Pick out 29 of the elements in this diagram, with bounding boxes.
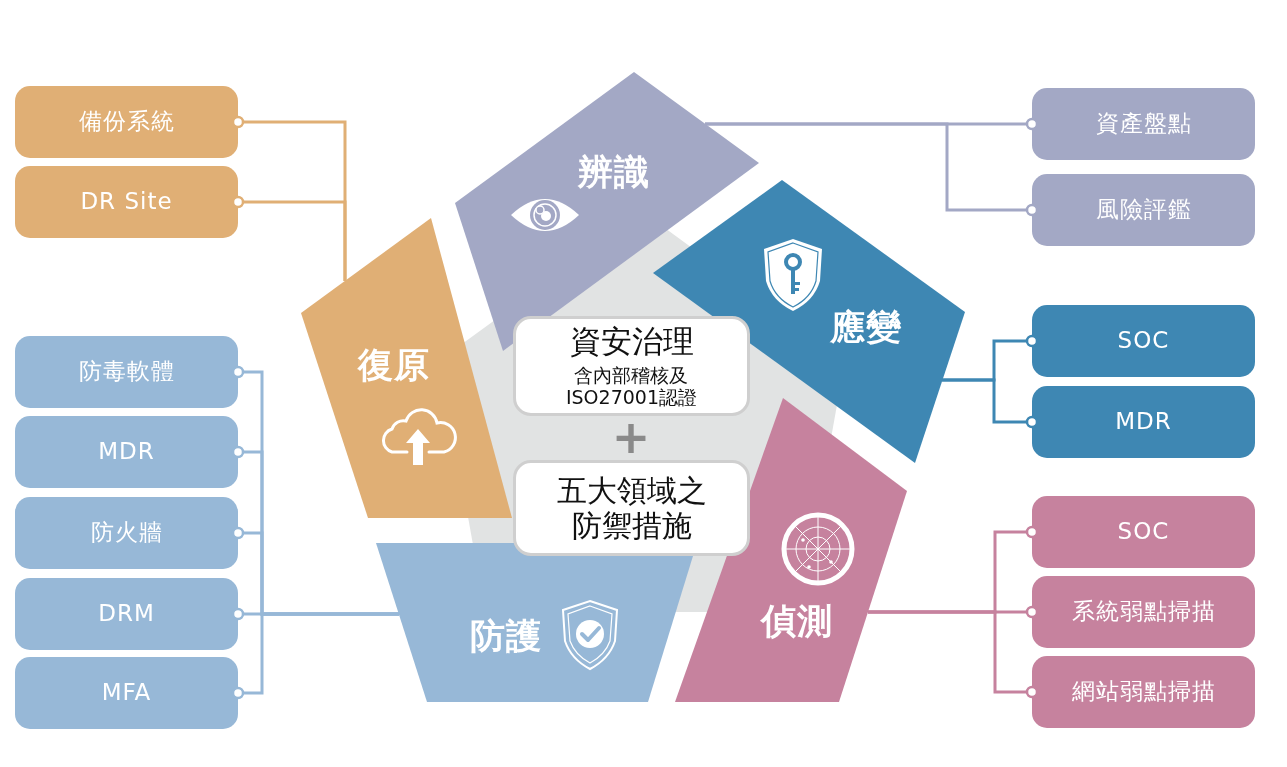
rounded-box: 網站弱點掃描 [1032,656,1255,728]
rounded-box: SOC [1032,496,1255,568]
connector-line [705,122,1039,217]
rounded-box: MDR [1032,386,1255,458]
rounded-box: 系統弱點掃描 [1032,576,1255,648]
segment-label: 應變 [830,307,902,347]
rounded-box: SOC [1032,305,1255,377]
segment-label: 偵測 [761,601,833,641]
box-text: 含內部稽核及ISO27001認證 [564,363,698,409]
rounded-box: MFA [15,657,238,729]
rounded-box: 五大領域之防禦措施 [513,460,750,556]
connector-line [231,195,347,281]
rounded-box: MDR [15,416,238,488]
rounded-box: DR Site [15,166,238,238]
rounded-box: 防毒軟體 [15,336,238,408]
rounded-box [513,316,750,416]
segment-label: 辨識 [578,152,650,192]
rounded-box: 風險評鑑 [1032,174,1255,246]
pentagon-segment [301,218,512,518]
box-heading: 資安治理 [569,323,694,360]
rounded-box: 備份系統 [15,86,238,158]
plus-sign: + [611,414,651,460]
rounded-box: 資產盤點 [1032,88,1255,160]
connector-line [868,610,1039,699]
rounded-box: DRM [15,578,238,650]
connector-line [942,378,1039,429]
segment-label: 防護 [470,616,542,656]
rounded-box: 防火牆 [15,497,238,569]
segment-label: 復原 [358,345,430,385]
